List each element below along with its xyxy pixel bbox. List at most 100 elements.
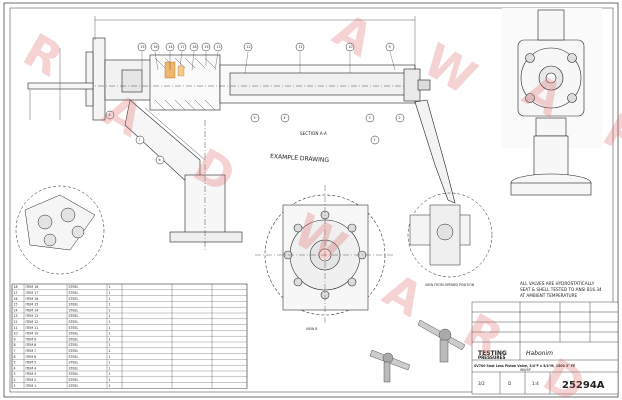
bom-cell: 1 bbox=[109, 314, 111, 318]
bom-cell: ITEM 11 bbox=[25, 326, 38, 330]
bom-cell: 1 bbox=[109, 291, 111, 295]
view-from-opened-label: VIEW FROM OPENED POSITION bbox=[425, 283, 475, 287]
bom-cell: ITEM 10 bbox=[25, 332, 38, 336]
bom-cell: STEEL bbox=[69, 366, 79, 370]
note-line-3: AT AMBIENT TEMPERATURE bbox=[520, 293, 577, 298]
bom-cell: STEEL bbox=[69, 303, 79, 307]
bom-cell: STEEL bbox=[69, 349, 79, 353]
detail-isometric-view bbox=[15, 185, 105, 275]
bom-cell: STEEL bbox=[69, 320, 79, 324]
bom-cell: ITEM 13 bbox=[25, 314, 38, 318]
bom-cell: STEEL bbox=[69, 297, 79, 301]
watermark-letter: R bbox=[15, 23, 73, 87]
example-drawing-label: EXAMPLE DRAWING bbox=[270, 153, 330, 164]
valve-description: SV700 Seat Less Piston Valve, 3/4"F x 3/… bbox=[474, 364, 575, 368]
bom-cell: STEEL bbox=[69, 285, 79, 289]
size-1: 3/2 bbox=[478, 381, 485, 386]
bom-cell: 1 bbox=[109, 366, 111, 370]
bom-cell: STEEL bbox=[69, 291, 79, 295]
bom-cell: STEEL bbox=[69, 372, 79, 376]
balloon-19: 1 bbox=[374, 138, 376, 142]
bom-cell: 6 bbox=[14, 355, 16, 359]
bom-cell: ITEM 7 bbox=[25, 349, 36, 353]
watermark-letter: W bbox=[415, 33, 486, 105]
bom-cell: ITEM 12 bbox=[25, 320, 38, 324]
size-3: 1:4 bbox=[532, 381, 539, 386]
bom-cell: 1 bbox=[109, 361, 111, 365]
bom-cell: STEEL bbox=[69, 314, 79, 318]
opened-position-view bbox=[255, 185, 395, 325]
bom-cell: 7 bbox=[14, 349, 16, 353]
section-label: SECTION A-A bbox=[300, 131, 327, 136]
size-2: D bbox=[508, 381, 511, 386]
bom-cell: 3 bbox=[14, 372, 16, 376]
valve-subtitle: WN/SP bbox=[520, 368, 531, 372]
balloon-15: 5 bbox=[254, 116, 256, 120]
bom-cell: 17 bbox=[14, 291, 18, 295]
bom-cell: 1 bbox=[14, 384, 16, 388]
bom-cell: 13 bbox=[14, 314, 18, 318]
company-logo: Habonim bbox=[526, 350, 553, 357]
bom-cell: ITEM 4 bbox=[25, 366, 36, 370]
balloon-3: 14 bbox=[169, 45, 173, 49]
bom-cell: 8 bbox=[14, 343, 16, 347]
bom-cell: 5 bbox=[14, 361, 16, 365]
bom-cell: STEEL bbox=[69, 337, 79, 341]
bom-cell: 1 bbox=[109, 285, 111, 289]
bom-cell: 9 bbox=[14, 337, 16, 341]
bom-cell: 1 bbox=[109, 297, 111, 301]
balloon-14: 6 bbox=[159, 158, 161, 162]
testing-label: TESTING bbox=[478, 350, 507, 357]
bom-cell: 1 bbox=[109, 303, 111, 307]
bom-cell: ITEM 6 bbox=[25, 355, 36, 359]
bom-cell: 1 bbox=[109, 308, 111, 312]
bom-cell: 1 bbox=[109, 372, 111, 376]
pressures-label: PRESSURES bbox=[478, 355, 506, 360]
drawing-number: 25294A bbox=[562, 380, 605, 391]
bom-cell: 1 bbox=[109, 343, 111, 347]
bom-cell: STEEL bbox=[69, 361, 79, 365]
bom-cell: 1 bbox=[109, 384, 111, 388]
balloon-7: 13 bbox=[217, 45, 221, 49]
note-line-2: SEAT & SHELL TESTED TO ANSI B16.34 bbox=[520, 287, 602, 292]
balloon-callouts: 15 16 14 17 18 19 13 12 11 10 9 8 7 6 5 … bbox=[105, 42, 405, 165]
detail-view-label: VIEW B bbox=[306, 327, 318, 331]
balloon-16: 4 bbox=[284, 116, 286, 120]
balloon-10: 10 bbox=[349, 45, 353, 49]
bom-cell: 2 bbox=[14, 378, 16, 382]
balloon-11: 9 bbox=[389, 45, 391, 49]
note-line-1: ALL VALVES ARE HYDROSTATICALLY bbox=[520, 281, 595, 286]
bom-cell: ITEM 3 bbox=[25, 372, 36, 376]
bom-cell: 12 bbox=[14, 320, 18, 324]
bom-cell: STEEL bbox=[69, 384, 79, 388]
balloon-4: 17 bbox=[181, 45, 185, 49]
balloon-17: 3 bbox=[369, 116, 371, 120]
bom-cell: 16 bbox=[14, 297, 18, 301]
bom-cell: 14 bbox=[14, 308, 18, 312]
bom-cell: 1 bbox=[109, 326, 111, 330]
balloon-1: 15 bbox=[141, 45, 145, 49]
bom-cell: STEEL bbox=[69, 343, 79, 347]
balloon-5: 18 bbox=[193, 45, 197, 49]
bom-cell: 1 bbox=[109, 337, 111, 341]
balloon-18: 2 bbox=[399, 116, 401, 120]
balloon-8: 12 bbox=[247, 45, 251, 49]
watermark-letter: A bbox=[325, 3, 383, 68]
bom-cell: ITEM 14 bbox=[25, 308, 38, 312]
balloon-2: 16 bbox=[154, 45, 158, 49]
bom-cell: 10 bbox=[14, 332, 18, 336]
bom-cell: 15 bbox=[14, 303, 18, 307]
bom-cell: 1 bbox=[109, 332, 111, 336]
bom-cell: ITEM 2 bbox=[25, 378, 36, 382]
end-view-flange bbox=[502, 8, 602, 196]
bom-cell: STEEL bbox=[69, 355, 79, 359]
bom-cell: 1 bbox=[109, 355, 111, 359]
bom-cell: 11 bbox=[14, 326, 18, 330]
bom-cell: STEEL bbox=[69, 378, 79, 382]
bom-cell: ITEM 5 bbox=[25, 361, 36, 365]
balloon-9: 11 bbox=[299, 45, 303, 49]
balloon-6: 19 bbox=[205, 45, 209, 49]
bom-cell: ITEM 8 bbox=[25, 343, 36, 347]
